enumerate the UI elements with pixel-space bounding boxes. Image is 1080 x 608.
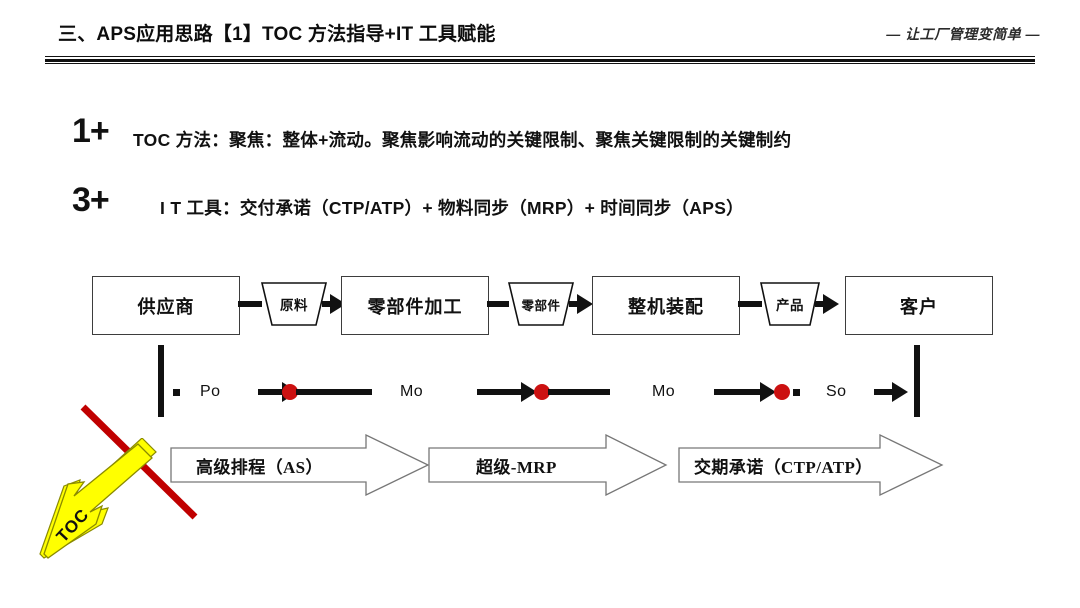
timeline-label-mo-1: Mo — [400, 383, 424, 400]
timeline-marker-square-start — [173, 389, 180, 396]
buffer-product[interactable]: 产品 — [757, 281, 823, 327]
timeline-label-so: So — [826, 383, 847, 400]
timeline-label-mo-2: Mo — [652, 383, 676, 400]
connector-1b — [322, 301, 336, 307]
buffer-raw-material-label: 原料 — [280, 298, 308, 313]
timeline-segment-1 — [258, 389, 288, 395]
timeline-arrowhead-3-icon — [760, 382, 776, 402]
process-box-customer[interactable]: 客户 — [845, 276, 993, 335]
timeline-end-bar — [914, 345, 920, 417]
process-box-assembly[interactable]: 整机装配 — [592, 276, 740, 335]
timeline-segment-2 — [296, 389, 372, 395]
bullet-1-text: TOC 方法：聚焦：整体+流动。聚焦影响流动的关键限制、聚焦关键限制的关键制约 — [133, 130, 792, 150]
connector-3 — [738, 301, 762, 307]
divider-line-bottom — [45, 63, 1035, 64]
chevron-super-mrp[interactable]: 超级-MRP — [428, 434, 668, 496]
timeline-segment-4 — [548, 389, 610, 395]
process-box-parts-machining[interactable]: 零部件加工 — [341, 276, 489, 335]
chevron-delivery-promise[interactable]: 交期承诺（CTP/ATP） — [678, 434, 944, 496]
bullet-2-text: I T 工具：交付承诺（CTP/ATP）+ 物料同步（MRP）+ 时间同步（AP… — [160, 198, 744, 218]
buffer-components[interactable]: 零部件 — [505, 281, 577, 327]
buffer-components-label: 零部件 — [521, 298, 561, 313]
buffer-raw-material[interactable]: 原料 — [258, 281, 330, 327]
chevron-delivery-promise-label: 交期承诺（CTP/ATP） — [694, 457, 873, 477]
process-box-supplier[interactable]: 供应商 — [92, 276, 240, 335]
chevron-advanced-scheduling-label: 高级排程（AS） — [196, 457, 323, 477]
buffer-product-label: 产品 — [776, 298, 804, 313]
timeline-dot-3 — [774, 384, 790, 400]
timeline-marker-square-end — [793, 389, 800, 396]
page-title: 三、APS应用思路【1】TOC 方法指导+IT 工具赋能 — [58, 24, 496, 45]
arrowhead-3-icon — [823, 294, 839, 314]
chevron-super-mrp-label: 超级-MRP — [476, 457, 557, 477]
divider-line-top — [45, 56, 1035, 57]
arrowhead-2-icon — [577, 294, 593, 314]
connector-2b — [569, 301, 581, 307]
timeline-dot-1 — [282, 384, 298, 400]
divider-line-main — [45, 59, 1035, 62]
header-tagline: — 让工厂管理变简单 — — [886, 26, 1040, 42]
connector-1 — [238, 301, 262, 307]
toc-highlight-arrow[interactable]: TOC — [38, 437, 158, 563]
bullet-2-number: 3+ — [72, 181, 110, 219]
timeline-arrowhead-2-icon — [521, 382, 537, 402]
chevron-advanced-scheduling[interactable]: 高级排程（AS） — [170, 434, 430, 496]
timeline-start-bar — [158, 345, 164, 417]
bullet-1-number: 1+ — [72, 112, 110, 150]
timeline-segment-6 — [874, 389, 898, 395]
connector-3b — [815, 301, 827, 307]
header-divider — [45, 56, 1035, 64]
timeline-segment-3 — [477, 389, 527, 395]
connector-2 — [487, 301, 509, 307]
timeline-dot-2 — [534, 384, 550, 400]
timeline-label-po: Po — [200, 383, 221, 400]
timeline-segment-5 — [714, 389, 766, 395]
timeline-arrowhead-4-icon — [892, 382, 908, 402]
